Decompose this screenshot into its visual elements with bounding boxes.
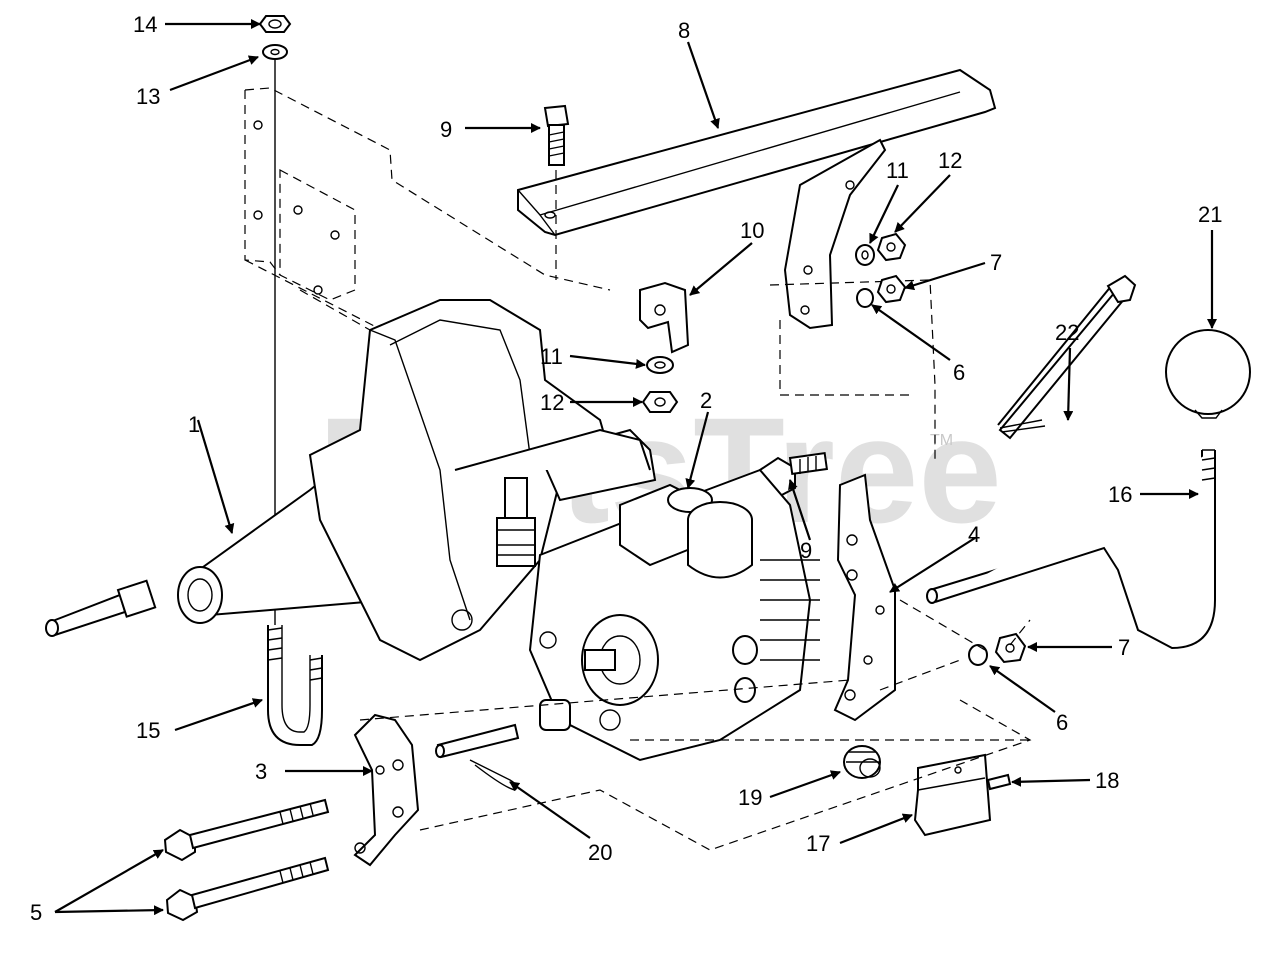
part-16-control-rod xyxy=(926,449,1216,650)
callout-22: 22 xyxy=(1055,320,1079,345)
part-7-nut-upper xyxy=(876,274,907,304)
callout-21: 21 xyxy=(1198,202,1222,227)
callout-16: 16 xyxy=(1108,482,1132,507)
part-22-bolt xyxy=(997,274,1137,440)
part-13-u-bolt xyxy=(267,625,323,746)
callout-17: 17 xyxy=(806,831,830,856)
part-9-bolt-top xyxy=(543,104,570,280)
watermark-tm: TM xyxy=(930,432,953,449)
callout-2: 2 xyxy=(700,388,712,413)
callout-4: 4 xyxy=(968,522,980,547)
callout-arrows xyxy=(54,19,1217,916)
callout-7-upper: 7 xyxy=(990,250,1002,275)
part-19-spring-cap xyxy=(843,745,881,779)
part-6-lockwasher-upper xyxy=(856,288,874,308)
callout-18: 18 xyxy=(1095,768,1119,793)
part-14-washer xyxy=(262,44,288,60)
callout-3: 3 xyxy=(255,759,267,784)
callout-9-top: 9 xyxy=(440,117,452,142)
part-7-nut-lower xyxy=(994,632,1027,664)
callout-6-upper: 6 xyxy=(953,360,965,385)
callout-10: 10 xyxy=(740,218,764,243)
part-3-bracket xyxy=(353,713,420,867)
callout-labels: 14 13 8 9 10 11 12 7 6 11 12 2 22 21 16 … xyxy=(30,12,1222,925)
part-10-clamp xyxy=(639,281,690,354)
part-11-lockwasher-mid xyxy=(646,356,674,374)
part-17-clip xyxy=(913,753,992,837)
callout-20: 20 xyxy=(588,840,612,865)
callout-6-lower: 6 xyxy=(1056,710,1068,735)
callout-12-mid: 12 xyxy=(540,390,564,415)
part-11-lockwasher-right xyxy=(855,244,875,266)
part-6-lockwasher-lower xyxy=(968,644,988,666)
callout-5: 5 xyxy=(30,900,42,925)
part-4-plate xyxy=(833,473,896,722)
part-8-channel-bracket xyxy=(517,68,997,460)
callout-13: 15 xyxy=(136,718,160,743)
callout-1: 1 xyxy=(188,412,200,437)
part-5-bolts xyxy=(163,798,330,922)
callout-7-lower: 7 xyxy=(1118,635,1130,660)
callout-11-mid: 11 xyxy=(540,344,563,369)
callout-8: 8 xyxy=(678,18,690,43)
callout-15: 14 xyxy=(133,12,157,37)
part-15-nut xyxy=(258,15,292,33)
part-12-nut-mid xyxy=(641,391,679,413)
part-12-nut-right xyxy=(876,232,907,262)
callout-12-right: 12 xyxy=(938,148,962,173)
callout-9-lower: 9 xyxy=(800,538,812,563)
callout-11-right: 11 xyxy=(886,158,909,183)
part-1-transaxle xyxy=(45,299,820,762)
part-21-knob xyxy=(1165,329,1251,419)
callout-14: 13 xyxy=(136,84,160,109)
part-20-pin-cotter xyxy=(435,723,520,791)
part-18-pin xyxy=(986,773,1012,791)
callout-19: 19 xyxy=(738,785,762,810)
